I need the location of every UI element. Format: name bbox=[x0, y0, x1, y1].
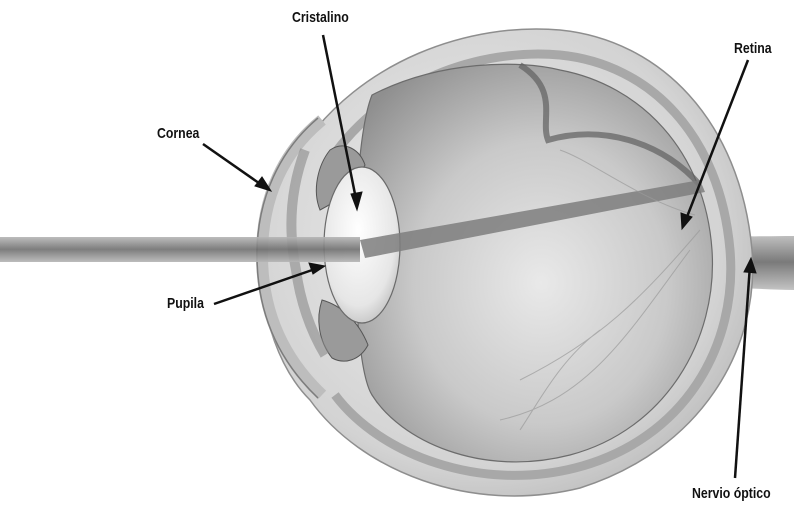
label-nervio-optico: Nervio óptico bbox=[692, 486, 771, 501]
label-cornea: Cornea bbox=[157, 126, 199, 141]
light-beam-incoming bbox=[0, 237, 360, 262]
label-cristalino: Cristalino bbox=[292, 10, 349, 25]
label-retina: Retina bbox=[734, 41, 772, 56]
label-pupila: Pupila bbox=[167, 296, 204, 311]
arrow-cornea bbox=[203, 144, 266, 188]
vitreous-body bbox=[356, 64, 713, 462]
